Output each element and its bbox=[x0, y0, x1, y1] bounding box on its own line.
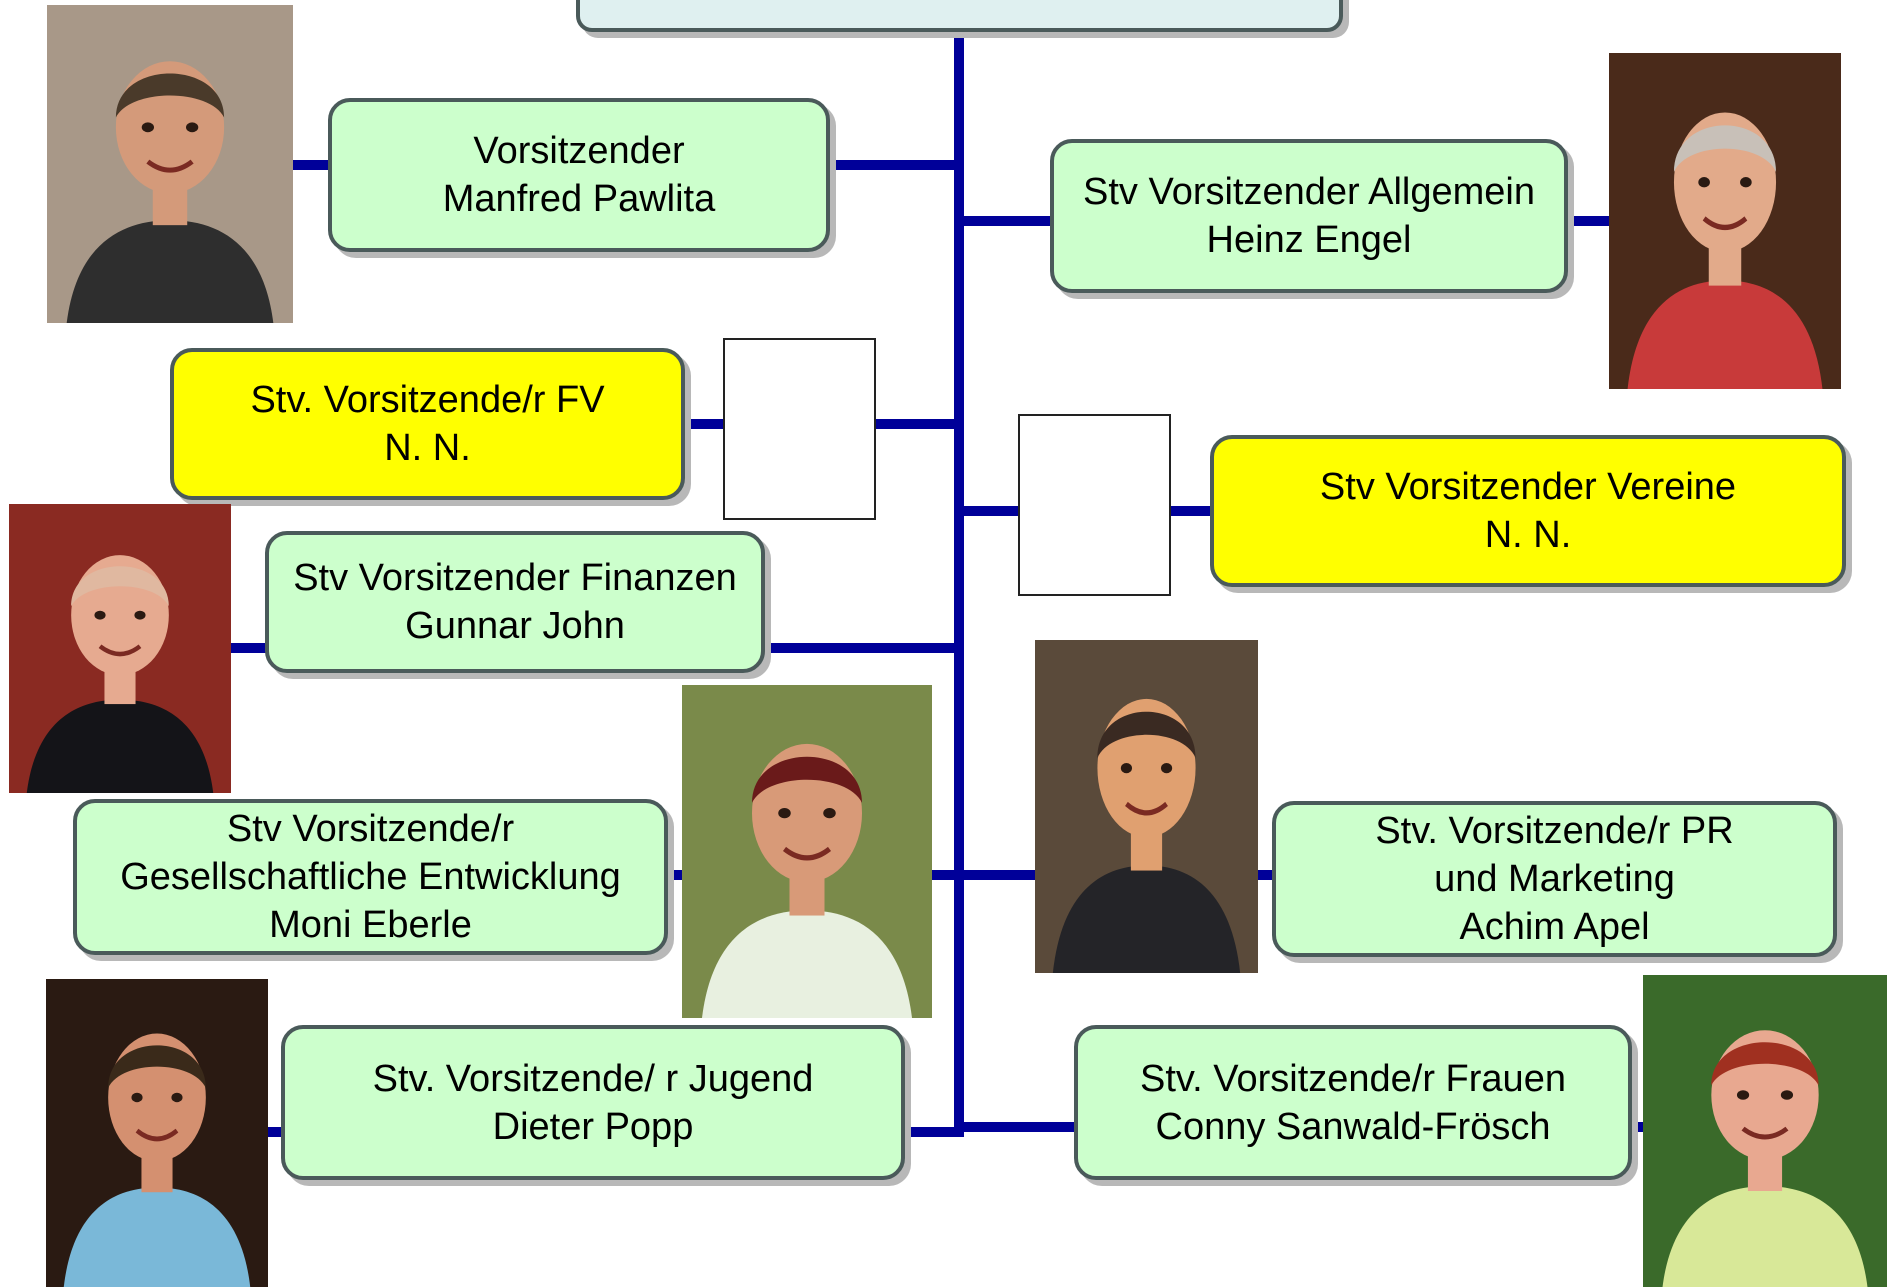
photo-eye-right bbox=[1780, 1090, 1794, 1100]
photo-manfred-pawlita bbox=[47, 5, 293, 323]
photo-moni-eberle bbox=[682, 685, 932, 1018]
photo-eye-left bbox=[778, 807, 791, 819]
top-box bbox=[576, 0, 1343, 32]
photo-eye-right bbox=[1740, 177, 1752, 188]
photo-eye-left bbox=[141, 122, 155, 133]
role-label: Stv Vorsitzende/r bbox=[226, 808, 515, 850]
photo-smile bbox=[782, 846, 832, 861]
photo-conny-sanwald-froesch bbox=[1643, 975, 1887, 1287]
box-gesellschaft: Stv Vorsitzende/r Gesellschaftliche Entw… bbox=[73, 799, 668, 955]
role-label: Gesellschaftliche Entwicklung bbox=[120, 856, 621, 898]
role-label: Stv Vorsitzender Allgemein bbox=[1082, 171, 1535, 213]
photo-hair bbox=[1097, 711, 1196, 758]
photo-shoulders bbox=[1662, 1186, 1868, 1287]
photo-shoulders bbox=[66, 220, 274, 323]
photo-eye-left bbox=[94, 610, 106, 620]
portrait-illustration bbox=[47, 5, 293, 323]
role-label: Stv Vorsitzender Vereine bbox=[1319, 466, 1737, 508]
photo-shoulders bbox=[63, 1187, 251, 1287]
photo-achim-apel bbox=[1035, 640, 1258, 973]
photo-smile bbox=[146, 159, 194, 173]
box-vorsitzender: Vorsitzender Manfred Pawlita bbox=[328, 98, 830, 252]
photo-shoulders bbox=[1627, 280, 1823, 389]
person-name: Moni Eberle bbox=[269, 904, 472, 946]
photo-hair bbox=[115, 73, 225, 118]
box-vereine: Stv Vorsitzender Vereine N. N. bbox=[1210, 435, 1846, 587]
portrait-illustration bbox=[9, 504, 231, 793]
photo-eye-left bbox=[131, 1092, 143, 1103]
photo-hair bbox=[108, 1045, 206, 1088]
trunk-line bbox=[954, 25, 964, 1137]
photo-smile bbox=[1741, 1126, 1789, 1140]
role-label: Stv. Vorsitzende/ r Jugend bbox=[372, 1057, 814, 1100]
role-label: Vorsitzender bbox=[473, 130, 685, 172]
box-pr: Stv. Vorsitzende/r PR und Marketing Achi… bbox=[1272, 801, 1837, 957]
portrait-illustration bbox=[46, 979, 268, 1287]
role-label: und Marketing bbox=[1434, 858, 1675, 900]
photo-hair bbox=[752, 756, 862, 803]
person-name: N. N. bbox=[384, 427, 471, 469]
role-label: Stv. Vorsitzende/r FV bbox=[250, 379, 605, 421]
photo-dieter-popp bbox=[46, 979, 268, 1287]
role-label: Stv. Vorsitzende/r Frauen bbox=[1140, 1057, 1566, 1100]
photo-gunnar-john bbox=[9, 504, 231, 793]
box-finanzen: Stv Vorsitzender Finanzen Gunnar John bbox=[265, 531, 765, 673]
photo-hair bbox=[71, 566, 169, 607]
portrait-illustration bbox=[1643, 975, 1887, 1287]
portrait-illustration bbox=[682, 685, 932, 1018]
photo-heinz-engel bbox=[1609, 53, 1841, 389]
box-fv: Stv. Vorsitzende/r FV N. N. bbox=[170, 348, 685, 500]
photo-eye-left bbox=[1736, 1090, 1750, 1100]
photo-shoulders bbox=[26, 699, 214, 793]
photo-eye-left bbox=[1698, 177, 1710, 188]
person-name: Dieter Popp bbox=[492, 1105, 694, 1148]
photo-eye-right bbox=[823, 807, 836, 819]
photo-eye-right bbox=[134, 610, 146, 620]
photo-eye-right bbox=[185, 122, 199, 133]
person-name: N. N. bbox=[1484, 514, 1572, 556]
person-name: Achim Apel bbox=[1459, 906, 1650, 948]
person-name: Conny Sanwald-Frösch bbox=[1155, 1105, 1551, 1148]
photo-shoulders bbox=[702, 910, 912, 1018]
portrait-illustration bbox=[1609, 53, 1841, 389]
photo-smile bbox=[1125, 801, 1168, 816]
empty-photo-frame-vereine bbox=[1018, 414, 1171, 596]
photo-eye-right bbox=[171, 1092, 183, 1103]
role-label: Stv Vorsitzender Finanzen bbox=[293, 557, 737, 599]
connector-gesellschaft-pr bbox=[665, 870, 1275, 880]
person-name: Heinz Engel bbox=[1206, 219, 1412, 261]
box-jugend: Stv. Vorsitzende/ r Jugend Dieter Popp bbox=[281, 1025, 905, 1180]
photo-shoulders bbox=[1052, 865, 1241, 973]
portrait-illustration bbox=[1035, 640, 1258, 973]
box-allgemein: Stv Vorsitzender Allgemein Heinz Engel bbox=[1050, 139, 1568, 293]
person-name: Gunnar John bbox=[405, 605, 625, 647]
photo-hair bbox=[1673, 125, 1777, 172]
photo-eye-left bbox=[1120, 762, 1133, 774]
photo-smile bbox=[1702, 216, 1748, 231]
photo-smile bbox=[135, 1128, 179, 1142]
box-frauen: Stv. Vorsitzende/r Frauen Conny Sanwald-… bbox=[1074, 1025, 1632, 1180]
photo-smile bbox=[98, 644, 142, 657]
photo-eye-right bbox=[1160, 762, 1173, 774]
empty-photo-frame-fv bbox=[723, 338, 876, 520]
role-label: Stv. Vorsitzende/r PR bbox=[1375, 810, 1734, 852]
person-name: Manfred Pawlita bbox=[442, 178, 716, 220]
